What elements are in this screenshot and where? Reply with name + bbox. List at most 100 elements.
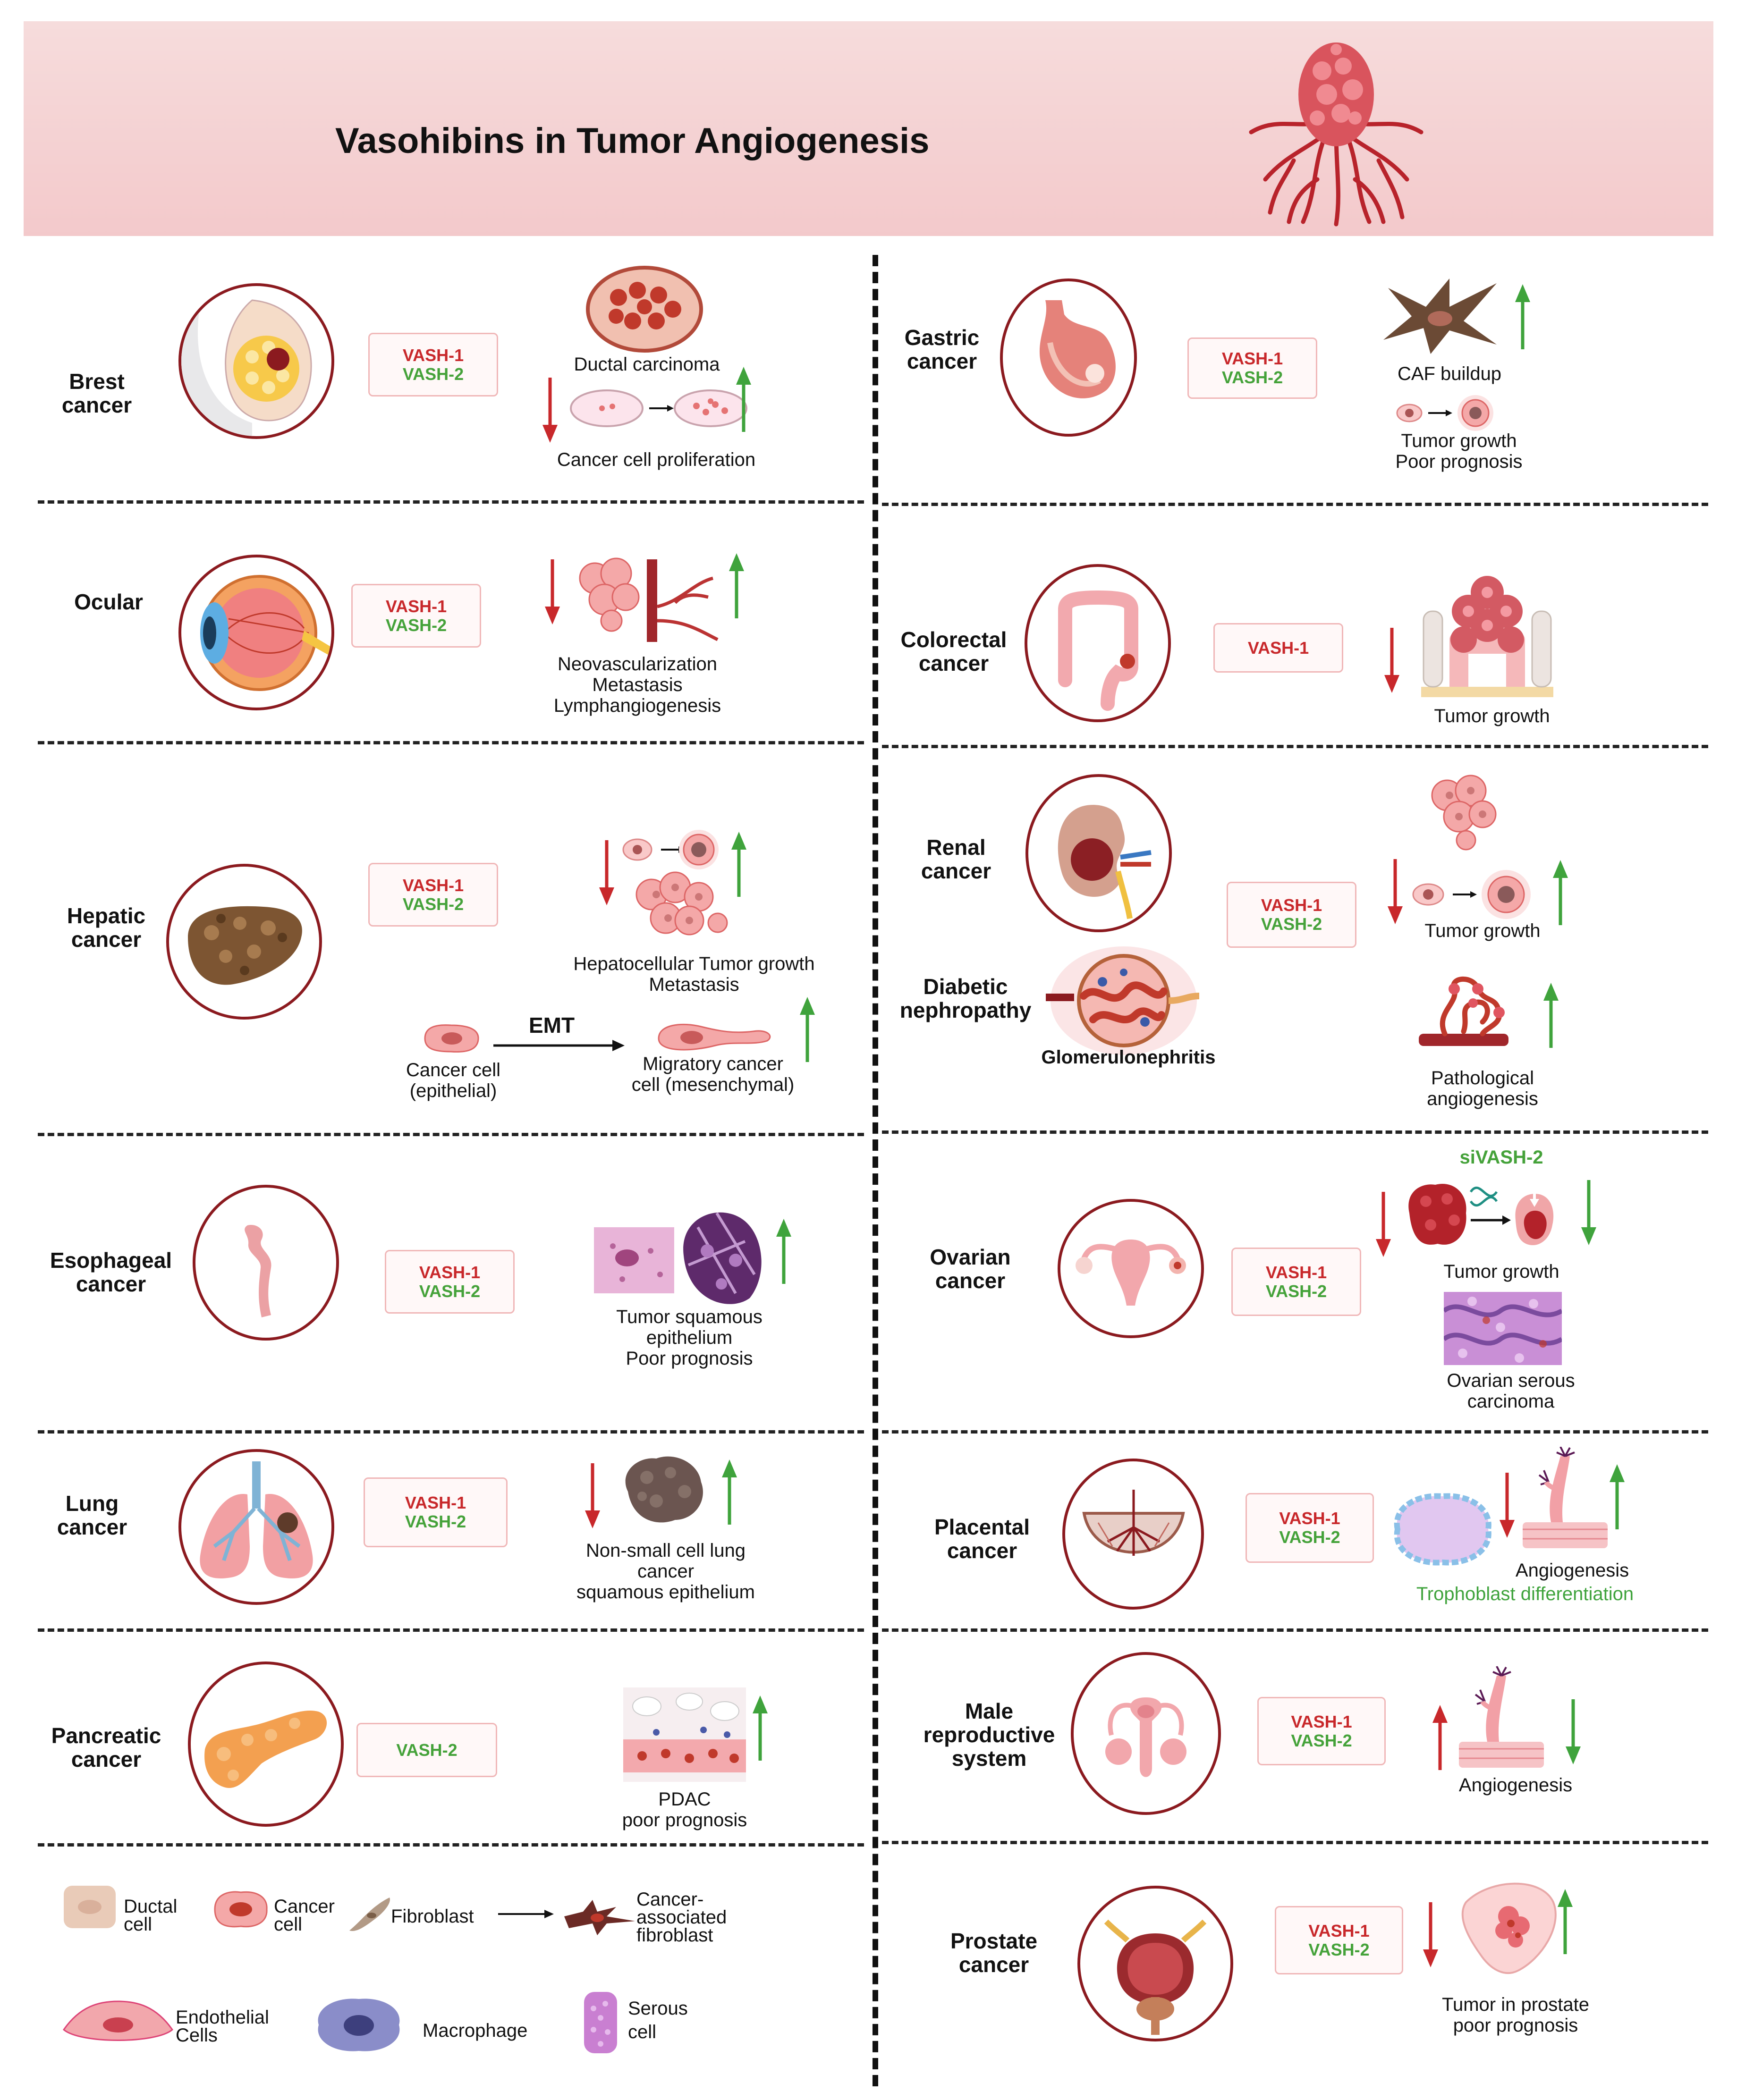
esophageal-circle — [193, 1185, 339, 1341]
legend-ductal: Ductal cell — [124, 1896, 190, 1934]
angiogenesis-vessel-icon — [1459, 1666, 1544, 1768]
ocular-circle — [178, 555, 334, 710]
vash2-label: VASH-2 — [1308, 1940, 1370, 1959]
hepatic-cell-a: Cancer cell (epithelial) — [387, 1060, 519, 1101]
legend-ductal-line-0: Ductal — [124, 1896, 178, 1917]
ocular-label-0: Neovascularization — [558, 654, 717, 675]
pdac-tissue-icon — [623, 1687, 746, 1782]
organ-label-prostate: Prostate cancer — [950, 1929, 1038, 1977]
vash2-label: VASH-2 — [1221, 368, 1283, 387]
ovarian-label-1: Ovarian serous — [1447, 1370, 1575, 1391]
serous-cell-icon — [584, 1992, 617, 2053]
placenta-icon — [1082, 1490, 1185, 1556]
hepatic-cell-b-line-0: Migratory cancer — [643, 1054, 783, 1074]
up-arrow-icon — [1558, 1889, 1573, 1954]
down-arrow-icon — [1566, 1699, 1581, 1764]
legend-serous-line-1: cell — [628, 2022, 657, 2042]
cell-growth-icon — [1396, 395, 1493, 431]
sivash-tumor-icon — [1408, 1178, 1554, 1246]
row-divider — [882, 1130, 1708, 1134]
trophoblast-icon — [1394, 1493, 1491, 1566]
vash1-label: VASH-1 — [1279, 1509, 1340, 1528]
up-arrow-icon — [1543, 983, 1559, 1048]
esophageal-labels: Tumor squamous epithelium Poor prognosis — [576, 1307, 803, 1369]
cancer-cell-icon — [214, 1891, 268, 1928]
pancreatic-circle — [188, 1661, 344, 1827]
lung-labels: Non-small cell lung cancer squamous epit… — [552, 1540, 779, 1602]
renal-tumor-icon — [1431, 775, 1497, 851]
diabetic-labels: Pathological angiogenesis — [1393, 1068, 1572, 1109]
gastric-label-0: CAF buildup — [1397, 363, 1502, 384]
glomerulus-icon — [1046, 946, 1200, 1055]
pancreatic-label-0: PDAC — [658, 1789, 711, 1810]
vash2-label: VASH-2 — [405, 1512, 466, 1531]
esophagus-icon — [245, 1225, 271, 1317]
ovarian-label-0: Tumor growth — [1443, 1261, 1559, 1282]
organ-label-ocular: Ocular — [74, 590, 143, 614]
vash1-label: VASH-1 — [419, 1262, 481, 1282]
up-arrow-icon — [776, 1219, 791, 1284]
colorectal-circle — [1025, 564, 1171, 722]
serous-carcinoma-icon — [1444, 1292, 1562, 1365]
up-arrow-icon — [1432, 1705, 1448, 1770]
hepatic-cell-b: Migratory cancer cell (mesenchymal) — [623, 1054, 803, 1095]
organ-label-gastric: Gastric cancer — [904, 325, 980, 373]
down-arrow-icon — [542, 378, 558, 443]
row-divider — [882, 1628, 1708, 1632]
emt-label: EMT — [529, 1013, 575, 1037]
lung-label-1: cancer — [637, 1561, 695, 1582]
nsclc-tumor-icon — [625, 1456, 703, 1523]
mesenchymal-cell-icon — [658, 1023, 771, 1051]
legend-cancer: Cancer cell — [274, 1897, 335, 1934]
organ-label-diabetic: Diabetic nephropathy — [899, 974, 1032, 1022]
organ-label-pancreatic: Pancreatic cancer — [51, 1723, 161, 1771]
vash-marker-box: VASH-1 VASH-2 — [351, 584, 481, 648]
breast-label-0: Ductal carcinoma — [574, 354, 720, 375]
macrophage-icon — [318, 1999, 400, 2051]
row-divider — [38, 1843, 864, 1847]
renal-circle — [1025, 774, 1172, 932]
placental-label-0: Angiogenesis — [1515, 1560, 1629, 1581]
row-divider — [882, 503, 1708, 506]
up-arrow-icon — [1553, 860, 1568, 925]
diabetic-label-2: angiogenesis — [1427, 1088, 1538, 1109]
vash1-label: VASH-1 — [1247, 638, 1309, 658]
vash2-label: VASH-2 — [396, 1740, 458, 1760]
vash-marker-box: VASH-1 VASH-2 — [1257, 1697, 1386, 1765]
liver-icon — [188, 906, 302, 985]
petri-dish-icon — [570, 389, 747, 427]
vash2-label: VASH-2 — [1291, 1730, 1352, 1750]
colon-icon — [1058, 590, 1138, 711]
pathological-angiogenesis-icon — [1419, 976, 1508, 1046]
down-arrow-icon — [585, 1463, 600, 1528]
vash-marker-box: VASH-1 VASH-2 — [1246, 1493, 1374, 1563]
up-arrow-icon — [1610, 1464, 1625, 1529]
down-arrow-icon — [545, 559, 560, 624]
vash2-label: VASH-2 — [419, 1281, 481, 1301]
prostate-labels: Tumor in prostate poor prognosis — [1412, 1994, 1619, 2036]
legend-caf: Cancer- associated fibroblast — [636, 1889, 788, 1945]
row-divider — [882, 1430, 1708, 1434]
organ-label-renal: Renal cancer — [921, 835, 991, 883]
vash-marker-box: VASH-1 — [1213, 623, 1343, 673]
vash-marker-box: VASH-1 VASH-2 — [1231, 1248, 1361, 1316]
vash1-label: VASH-1 — [402, 345, 464, 365]
legend-caf-line-0: Cancer- — [636, 1889, 704, 1910]
neovascularization-icon — [579, 557, 719, 642]
male-reproductive-icon — [1105, 1697, 1186, 1777]
pancreatic-labels: PDAC poor prognosis — [571, 1789, 798, 1830]
hepatic-label-0: Hepatocellular Tumor growth — [573, 953, 815, 974]
down-arrow-icon — [1581, 1180, 1596, 1245]
renal-label-0: Tumor growth — [1424, 920, 1541, 941]
organ-label-male: Male reproductive system — [923, 1699, 1055, 1771]
angiogenesis-vessel-icon — [1523, 1447, 1608, 1548]
up-arrow-icon — [753, 1695, 768, 1761]
down-arrow-icon — [1423, 1902, 1438, 1967]
vash2-label: VASH-2 — [1265, 1281, 1327, 1301]
up-arrow-icon — [800, 997, 815, 1062]
up-arrow-icon — [1515, 284, 1530, 349]
ovarian-labels: Ovarian serous carcinoma — [1412, 1370, 1610, 1412]
placental-circle — [1062, 1459, 1204, 1610]
row-divider — [882, 745, 1708, 748]
row-divider — [882, 1841, 1708, 1844]
